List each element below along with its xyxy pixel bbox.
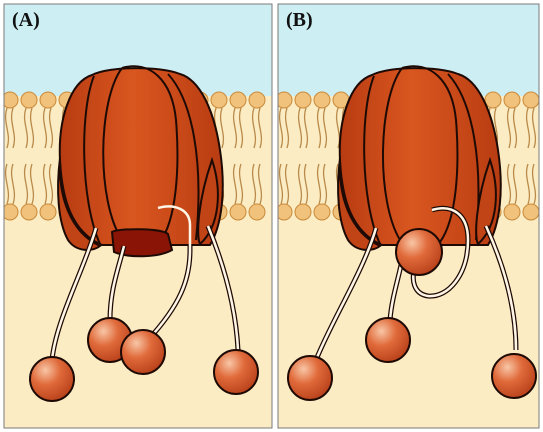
ion-channel [338, 66, 501, 250]
lipid-head [295, 204, 311, 220]
lipid-head [504, 204, 520, 220]
lipid-head [40, 204, 56, 220]
lipid-head [21, 92, 37, 108]
panel-a-label: (A) [12, 9, 40, 31]
lipid-head [249, 92, 265, 108]
inactivation-ball [30, 357, 74, 401]
panel-b: (B) [276, 4, 539, 428]
lipid-head [21, 204, 37, 220]
lipid-head [504, 92, 520, 108]
lipid-head [314, 204, 330, 220]
panel-a: (A) [2, 4, 272, 428]
lipid-head [211, 92, 227, 108]
lipid-head [523, 204, 539, 220]
lipid-head [314, 92, 330, 108]
lipid-head [523, 92, 539, 108]
lipid-head [485, 92, 501, 108]
inactivation-ball [121, 330, 165, 374]
panel-b-label: (B) [286, 9, 313, 31]
inactivation-ball [492, 354, 536, 398]
inactivation-ball [214, 350, 258, 394]
inactivation-ball [366, 318, 410, 362]
lipid-head [230, 204, 246, 220]
lipid-head [295, 92, 311, 108]
inactivation-ball-plugging-pore [396, 229, 442, 275]
ion-channel [58, 66, 223, 256]
lipid-head [40, 92, 56, 108]
inactivation-ball [288, 356, 332, 400]
lipid-head [230, 92, 246, 108]
lipid-head [249, 204, 265, 220]
